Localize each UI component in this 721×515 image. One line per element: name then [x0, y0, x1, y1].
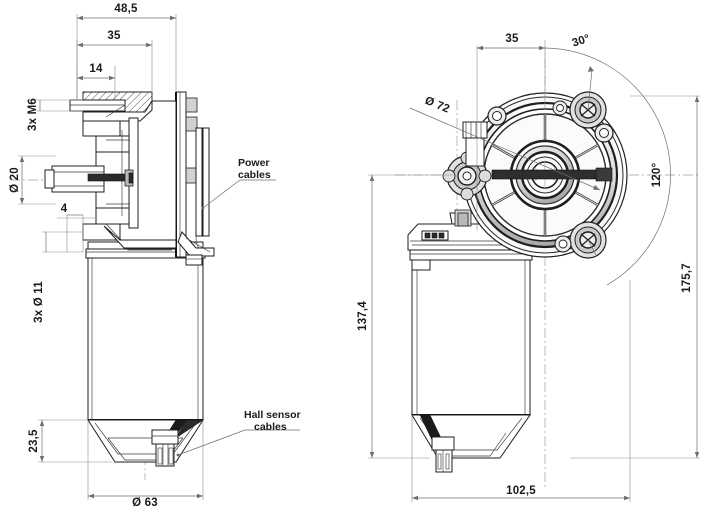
- dim-label-30-deg: 30°: [571, 33, 592, 50]
- motor-body-right: [409, 249, 533, 416]
- dim-label-35-left: 35: [107, 30, 121, 42]
- terminal-gland: [462, 121, 488, 167]
- dimension-14: 14: [76, 63, 116, 100]
- dimension-4: 4: [57, 203, 96, 252]
- dimension-35-left: 35: [76, 30, 153, 100]
- dimension-35-right: 35: [476, 33, 546, 230]
- callout-power-line2: cables: [238, 169, 271, 181]
- dim-label-dia-63: Ø 63: [132, 497, 158, 509]
- dim-label-137-4: 137,4: [357, 301, 369, 331]
- dim-label-102-5: 102,5: [506, 485, 536, 497]
- dimension-23-5: 23,5: [28, 419, 112, 463]
- motor-body: [85, 241, 206, 421]
- dimension-175-7: 175,7: [570, 95, 700, 459]
- hall-sensor-connector-right: [431, 436, 455, 473]
- power-cables: [177, 127, 215, 257]
- dimension-102-5: 102,5: [411, 280, 631, 502]
- left-view: 48,5 35 14: [9, 3, 301, 509]
- dimension-dia-20: Ø 20: [9, 155, 56, 205]
- dim-label-35-right: 35: [505, 33, 519, 45]
- gearbox-housing-section: [44, 91, 198, 258]
- dim-label-120-deg: 120°: [651, 163, 663, 188]
- dim-label-48-5: 48,5: [114, 3, 138, 15]
- callout-hall-sensor-cables: Hall sensor cables: [176, 409, 301, 457]
- dim-label-3x-m6: 3x M6: [27, 98, 39, 131]
- dimension-3x-m6: 3x M6: [27, 98, 83, 131]
- right-view: 35 30° Ø 72 120°: [357, 33, 700, 502]
- dim-label-4: 4: [61, 203, 68, 215]
- dim-label-3x-dia-11: 3x Ø 11: [33, 281, 45, 323]
- dimension-30-deg: 30°: [544, 33, 608, 111]
- callout-hall-line2: cables: [254, 421, 287, 433]
- gear-housing-face: [442, 91, 628, 259]
- dim-label-175-7: 175,7: [681, 263, 693, 293]
- dimension-48-5: 48,5: [76, 3, 177, 100]
- callout-power-cables: Power cables: [201, 157, 276, 210]
- dimension-3x-dia-11: 3x Ø 11: [33, 231, 83, 323]
- dimension-120-deg: 120°: [587, 64, 671, 286]
- dim-label-dia-20: Ø 20: [9, 167, 21, 193]
- left-view-dimensions: 48,5 35 14: [9, 3, 204, 509]
- top-flange-detail: [185, 254, 203, 266]
- dim-label-23-5: 23,5: [28, 429, 40, 453]
- hall-sensor-connector: [151, 429, 179, 467]
- dimension-137-4: 137,4: [357, 174, 455, 459]
- callout-hall-line1: Hall sensor: [244, 409, 301, 421]
- dimension-dia-63: Ø 63: [87, 420, 204, 509]
- dim-label-14: 14: [89, 63, 103, 75]
- callout-power-line1: Power: [238, 157, 270, 169]
- dowel-holes: [487, 100, 614, 253]
